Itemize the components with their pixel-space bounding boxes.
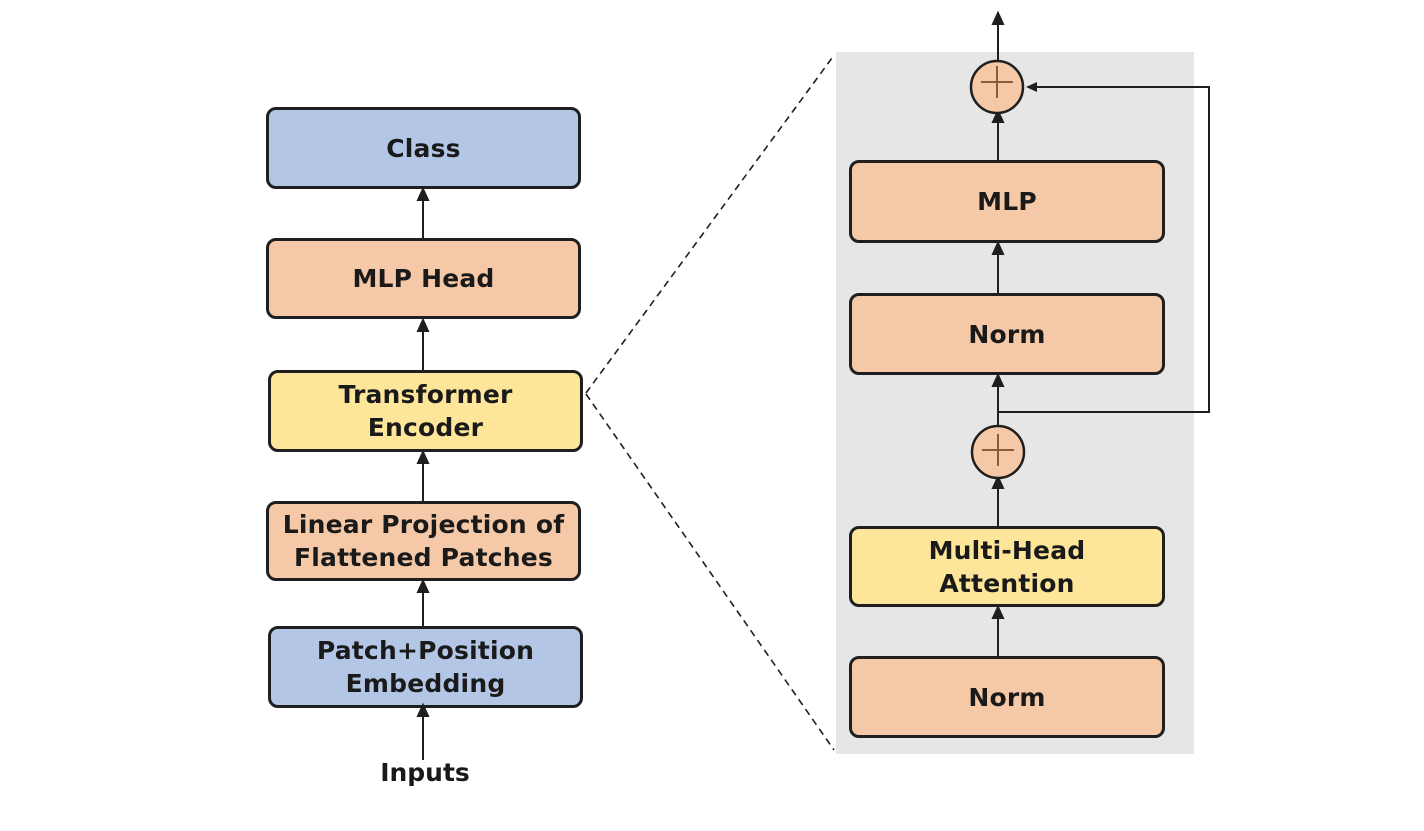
zoom-line-top (585, 57, 833, 394)
patch-position-embedding-box: Patch+Position Embedding (268, 626, 583, 708)
class-box: Class (266, 107, 581, 189)
inputs-label: Inputs (380, 758, 470, 787)
norm-top-box: Norm (849, 293, 1165, 375)
multi-head-attention-box: Multi-Head Attention (849, 526, 1165, 607)
linear-projection-box: Linear Projection of Flattened Patches (266, 501, 581, 581)
mlp-box: MLP (849, 160, 1165, 243)
zoom-line-bottom (585, 393, 835, 751)
mlp-head-box: MLP Head (266, 238, 581, 319)
norm-bottom-box: Norm (849, 656, 1165, 738)
add-node-top (969, 59, 1025, 115)
residual-skip-connection (998, 86, 1210, 413)
add-node-bottom (970, 424, 1026, 480)
transformer-encoder-box: Transformer Encoder (268, 370, 583, 452)
